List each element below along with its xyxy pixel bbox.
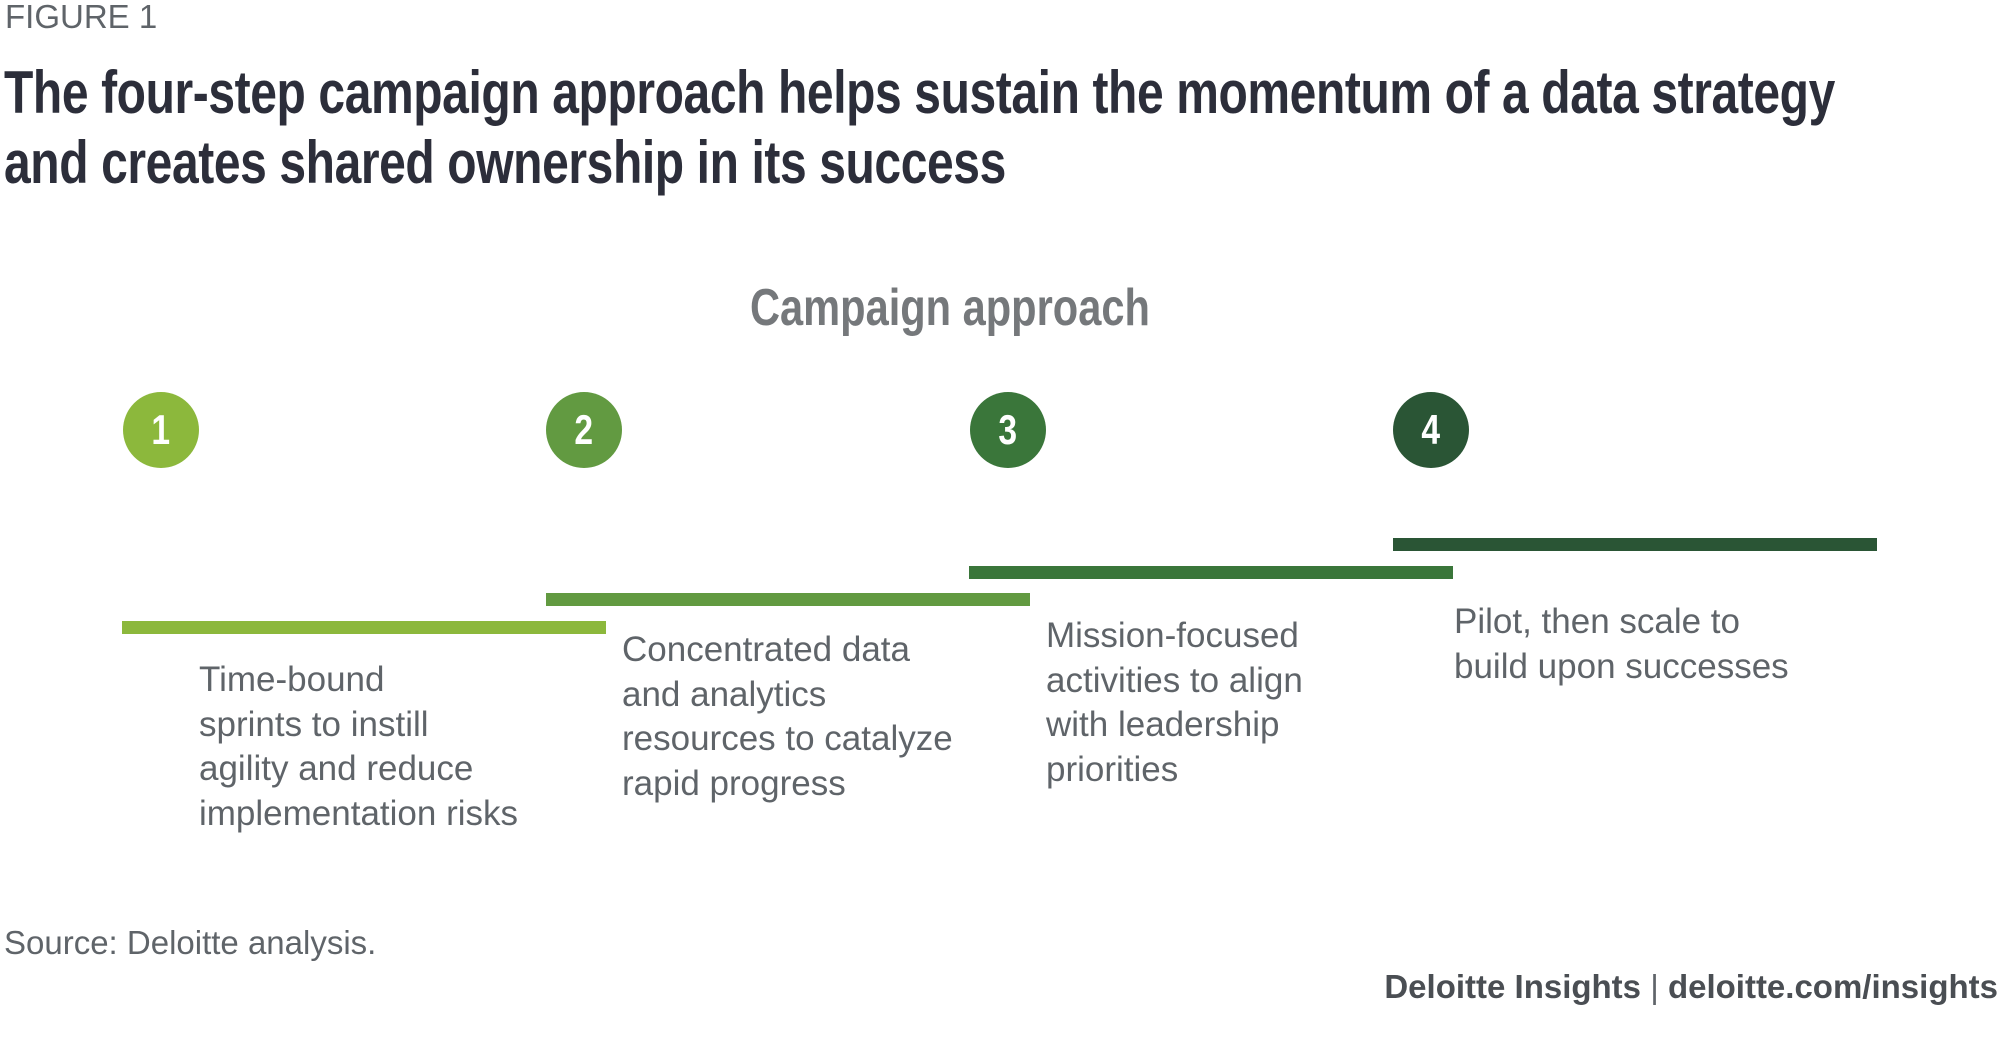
step-2-line: and analytics (622, 674, 827, 714)
diagram-title: Campaign approach (750, 279, 1150, 337)
step-3-badge: 3 (970, 392, 1046, 468)
step-3-bar (969, 566, 1453, 579)
figure-label: FIGURE 1 (5, 0, 158, 35)
step-1-line: sprints to instill (199, 704, 429, 744)
step-1-line: implementation risks (199, 793, 518, 833)
step-3-line: priorities (1046, 749, 1179, 789)
step-4-line: Pilot, then scale to (1454, 602, 1740, 641)
step-1-line: agility and reduce (199, 749, 474, 789)
step-2-badge: 2 (546, 392, 622, 468)
step-1-line: Time-bound (199, 660, 385, 699)
step-4-badge: 4 (1393, 392, 1469, 468)
step-4-line: build upon successes (1454, 646, 1789, 686)
footer-separator: | (1650, 968, 1659, 1005)
footer-url[interactable]: deloitte.com/insights (1667, 968, 1998, 1005)
source-note: Source: Deloitte analysis. (4, 924, 377, 961)
step-4-description: Pilot, then scale to build upon successe… (1454, 600, 1789, 689)
step-1-bar (122, 621, 606, 634)
step-2-line: Concentrated data (622, 630, 910, 669)
step-3-description: Mission-focused activities to align with… (1046, 614, 1303, 792)
step-2-bar (546, 593, 1030, 606)
step-2-line: rapid progress (622, 763, 846, 803)
step-3-line: activities to align (1046, 660, 1303, 700)
step-2-line: resources to catalyze (622, 719, 953, 759)
step-3-line: Mission-focused (1046, 616, 1299, 655)
title-line-1: The four-step campaign approach helps su… (4, 59, 1835, 126)
page-title: The four-step campaign approach helps su… (4, 58, 1835, 198)
footer-credit: Deloitte Insights | deloitte.com/insight… (1384, 968, 1998, 1006)
step-1-description: Time-bound sprints to instill agility an… (199, 658, 518, 836)
step-3-line: with leadership (1046, 705, 1280, 745)
step-2-description: Concentrated data and analytics resource… (622, 628, 953, 806)
step-4-bar (1393, 538, 1877, 551)
title-line-2: and creates shared ownership in its succ… (4, 129, 1006, 196)
footer-brand: Deloitte Insights (1384, 968, 1642, 1005)
step-1-badge: 1 (123, 392, 199, 468)
